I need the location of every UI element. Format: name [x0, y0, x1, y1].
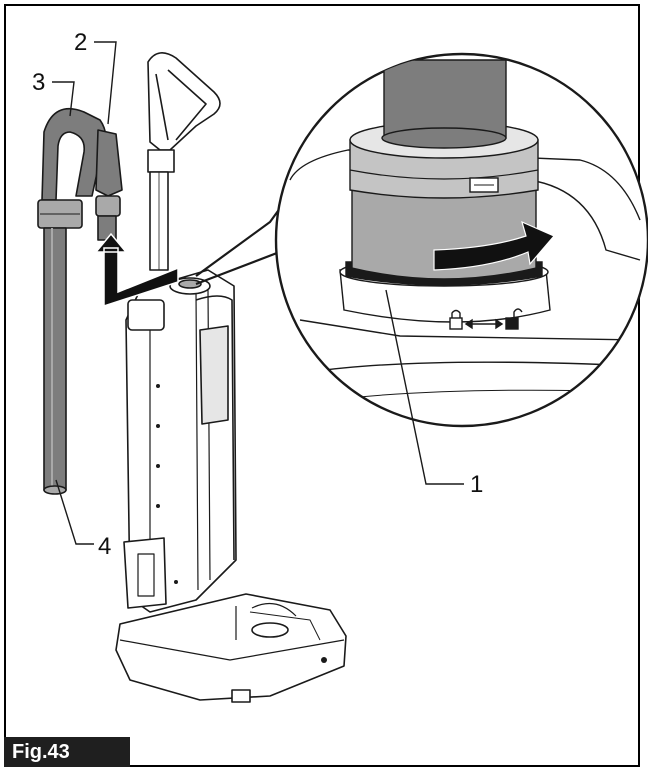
removal-arrow [94, 232, 179, 308]
callout-3: 3 [32, 69, 45, 96]
rotate-arrow [433, 220, 555, 271]
callout-2: 2 [74, 29, 87, 56]
handle-grip [147, 52, 221, 151]
detail-magnifier [195, 52, 648, 428]
floor-base [115, 593, 347, 701]
hose-end [95, 129, 123, 197]
locked-padlock-icon [449, 309, 463, 330]
unlocked-padlock-icon [505, 308, 523, 330]
double-arrow-icon [464, 318, 504, 330]
callout-1: 1 [470, 471, 483, 498]
hose-wand-assembly [37, 107, 123, 495]
side-clip [127, 299, 165, 331]
leader-lines [52, 41, 464, 545]
callout-4: 4 [98, 533, 111, 560]
figure-label: Fig.43 [4, 737, 130, 767]
bent-handle [41, 107, 107, 201]
vacuum-cleaner [115, 52, 347, 703]
extension-wand [43, 227, 67, 491]
